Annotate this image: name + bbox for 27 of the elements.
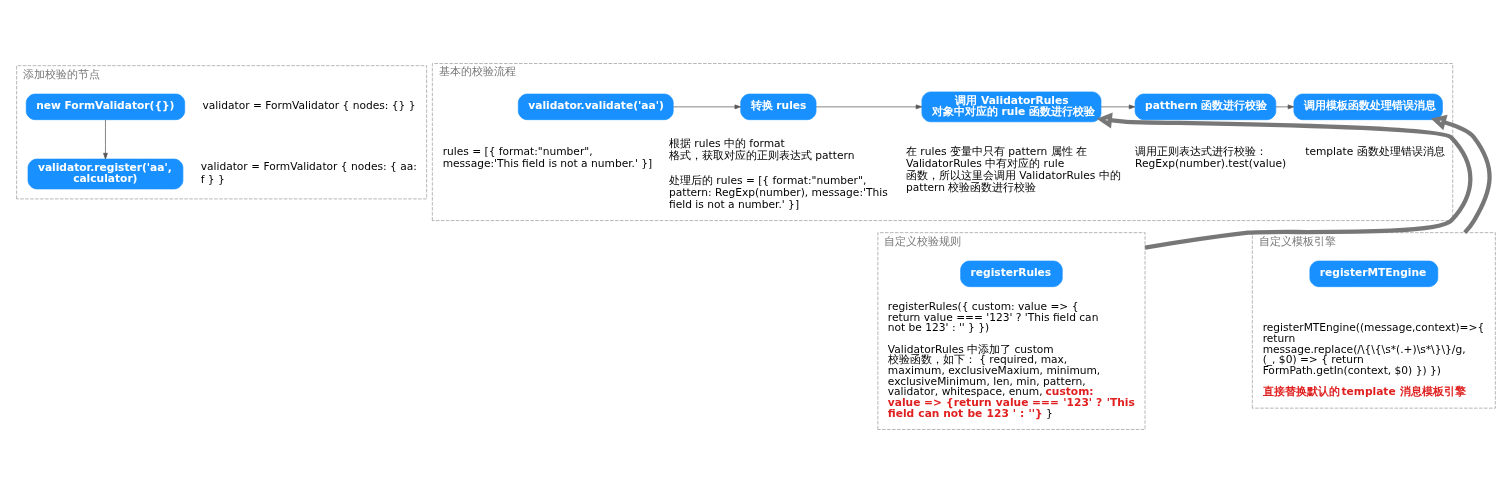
node-label: registerRules({ custom: value => { return value === '123' ? 'This field can not be 123' : '' } }) — [887, 300, 1099, 335]
node-label: 在 rules 变量中只有 pattern 属性 在 ValidatorRules 中有对应的 rule 函数，所以这里会调用 ValidatorRules 中的 pattern 校验函数进行校验 — [905, 145, 1121, 195]
node-box: 调用模板函数处理错误消息 — [1293, 93, 1443, 120]
node-box: validator.validate('aa') — [517, 93, 674, 120]
node-label: 处理后的 rules = [{ format:"number", pattern: RegExp(number), message:'This field is not a number.' }] — [668, 173, 888, 211]
node-label: ValidatorRules 中添加了 custom 校验函数，如下： { required, max, maximum, exclusiveMaxium, minimum, exclusiveMinimum, len, min, pattern, validator, whitespace, enum, custom: value => {return value === '123' ? 'This field can not be 123 ' : ''} } — [887, 342, 1135, 420]
node-box: 转换 rules — [740, 93, 817, 120]
node-label: registerMTEngine((message,context)=>{ return message.replace(/\{\{\s*(.+)\s*\}\}/g, (_, $0) => { return FormPath.getIn(context, $0) }) }) — [1262, 321, 1485, 378]
arrow — [1100, 104, 1136, 110]
node-label: validator = FormValidator { nodes: { aa: f } } — [200, 160, 417, 186]
node-label: template 函数处理错误消息 — [1305, 145, 1445, 159]
node-label: 根据 rules 中的 format 格式，获取对应的正则表达式 pattern — [668, 136, 855, 162]
node-box: patthern 函数进行校验 — [1134, 93, 1277, 120]
node-box: registerMTEngine — [1309, 260, 1439, 287]
arrow — [103, 119, 108, 160]
node-box: validator.register('aa', calculator) — [27, 158, 184, 190]
arrow — [1096, 112, 1473, 250]
node-label: rules = [{ format:"number", message:'This field is not a number.' }] — [442, 145, 653, 171]
node-box: 调用 ValidatorRules 对象中对应的 rule 函数进行校验 — [921, 91, 1102, 123]
node-label: 调用正则表达式进行校验： RegExp(number).test(value) — [1135, 145, 1287, 171]
node-box: new FormValidator({}) — [25, 93, 186, 120]
arrow — [673, 104, 741, 110]
arrow — [815, 104, 923, 110]
node-label: validator = FormValidator { nodes: {} } — [202, 99, 416, 113]
arrow — [1430, 114, 1492, 235]
arrow — [1275, 104, 1295, 110]
node-box: registerRules — [960, 260, 1063, 287]
